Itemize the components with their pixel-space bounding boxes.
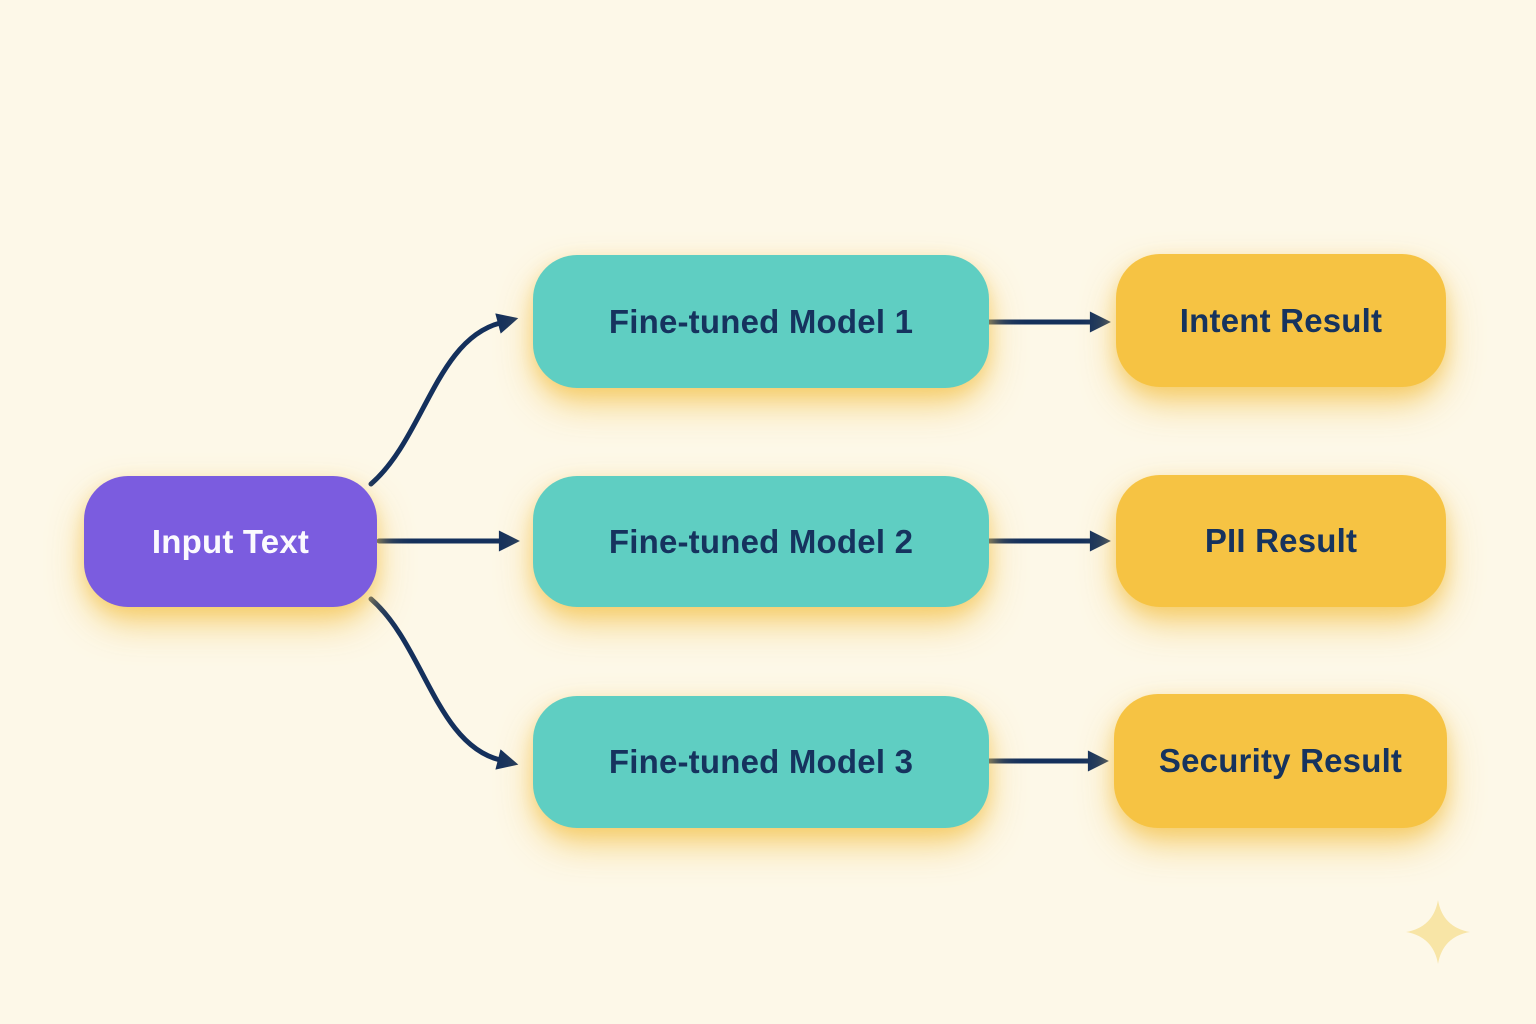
node-input-text: Input Text	[84, 476, 377, 607]
sparkle-icon	[1406, 900, 1470, 964]
node-input-text-label: Input Text	[151, 522, 310, 560]
node-intent-result-label: Intent Result	[1179, 301, 1383, 339]
node-intent-result: Intent Result	[1116, 254, 1446, 387]
node-security-result-label: Security Result	[1158, 742, 1403, 779]
edge-input-to-model-3	[368, 596, 519, 770]
node-pii-result-label: PII Result	[1204, 522, 1358, 559]
node-security-result: Security Result	[1114, 694, 1447, 828]
edge-input-to-model-1	[368, 313, 519, 487]
node-fine-tuned-model-3-label: Fine-tuned Model 3	[608, 743, 914, 780]
node-fine-tuned-model-2: Fine-tuned Model 2	[533, 476, 989, 607]
node-fine-tuned-model-2-label: Fine-tuned Model 2	[608, 522, 914, 560]
node-fine-tuned-model-1: Fine-tuned Model 1	[533, 255, 989, 388]
node-fine-tuned-model-1-label: Fine-tuned Model 1	[608, 302, 914, 340]
node-fine-tuned-model-3: Fine-tuned Model 3	[533, 696, 989, 828]
node-pii-result: PII Result	[1116, 475, 1446, 607]
